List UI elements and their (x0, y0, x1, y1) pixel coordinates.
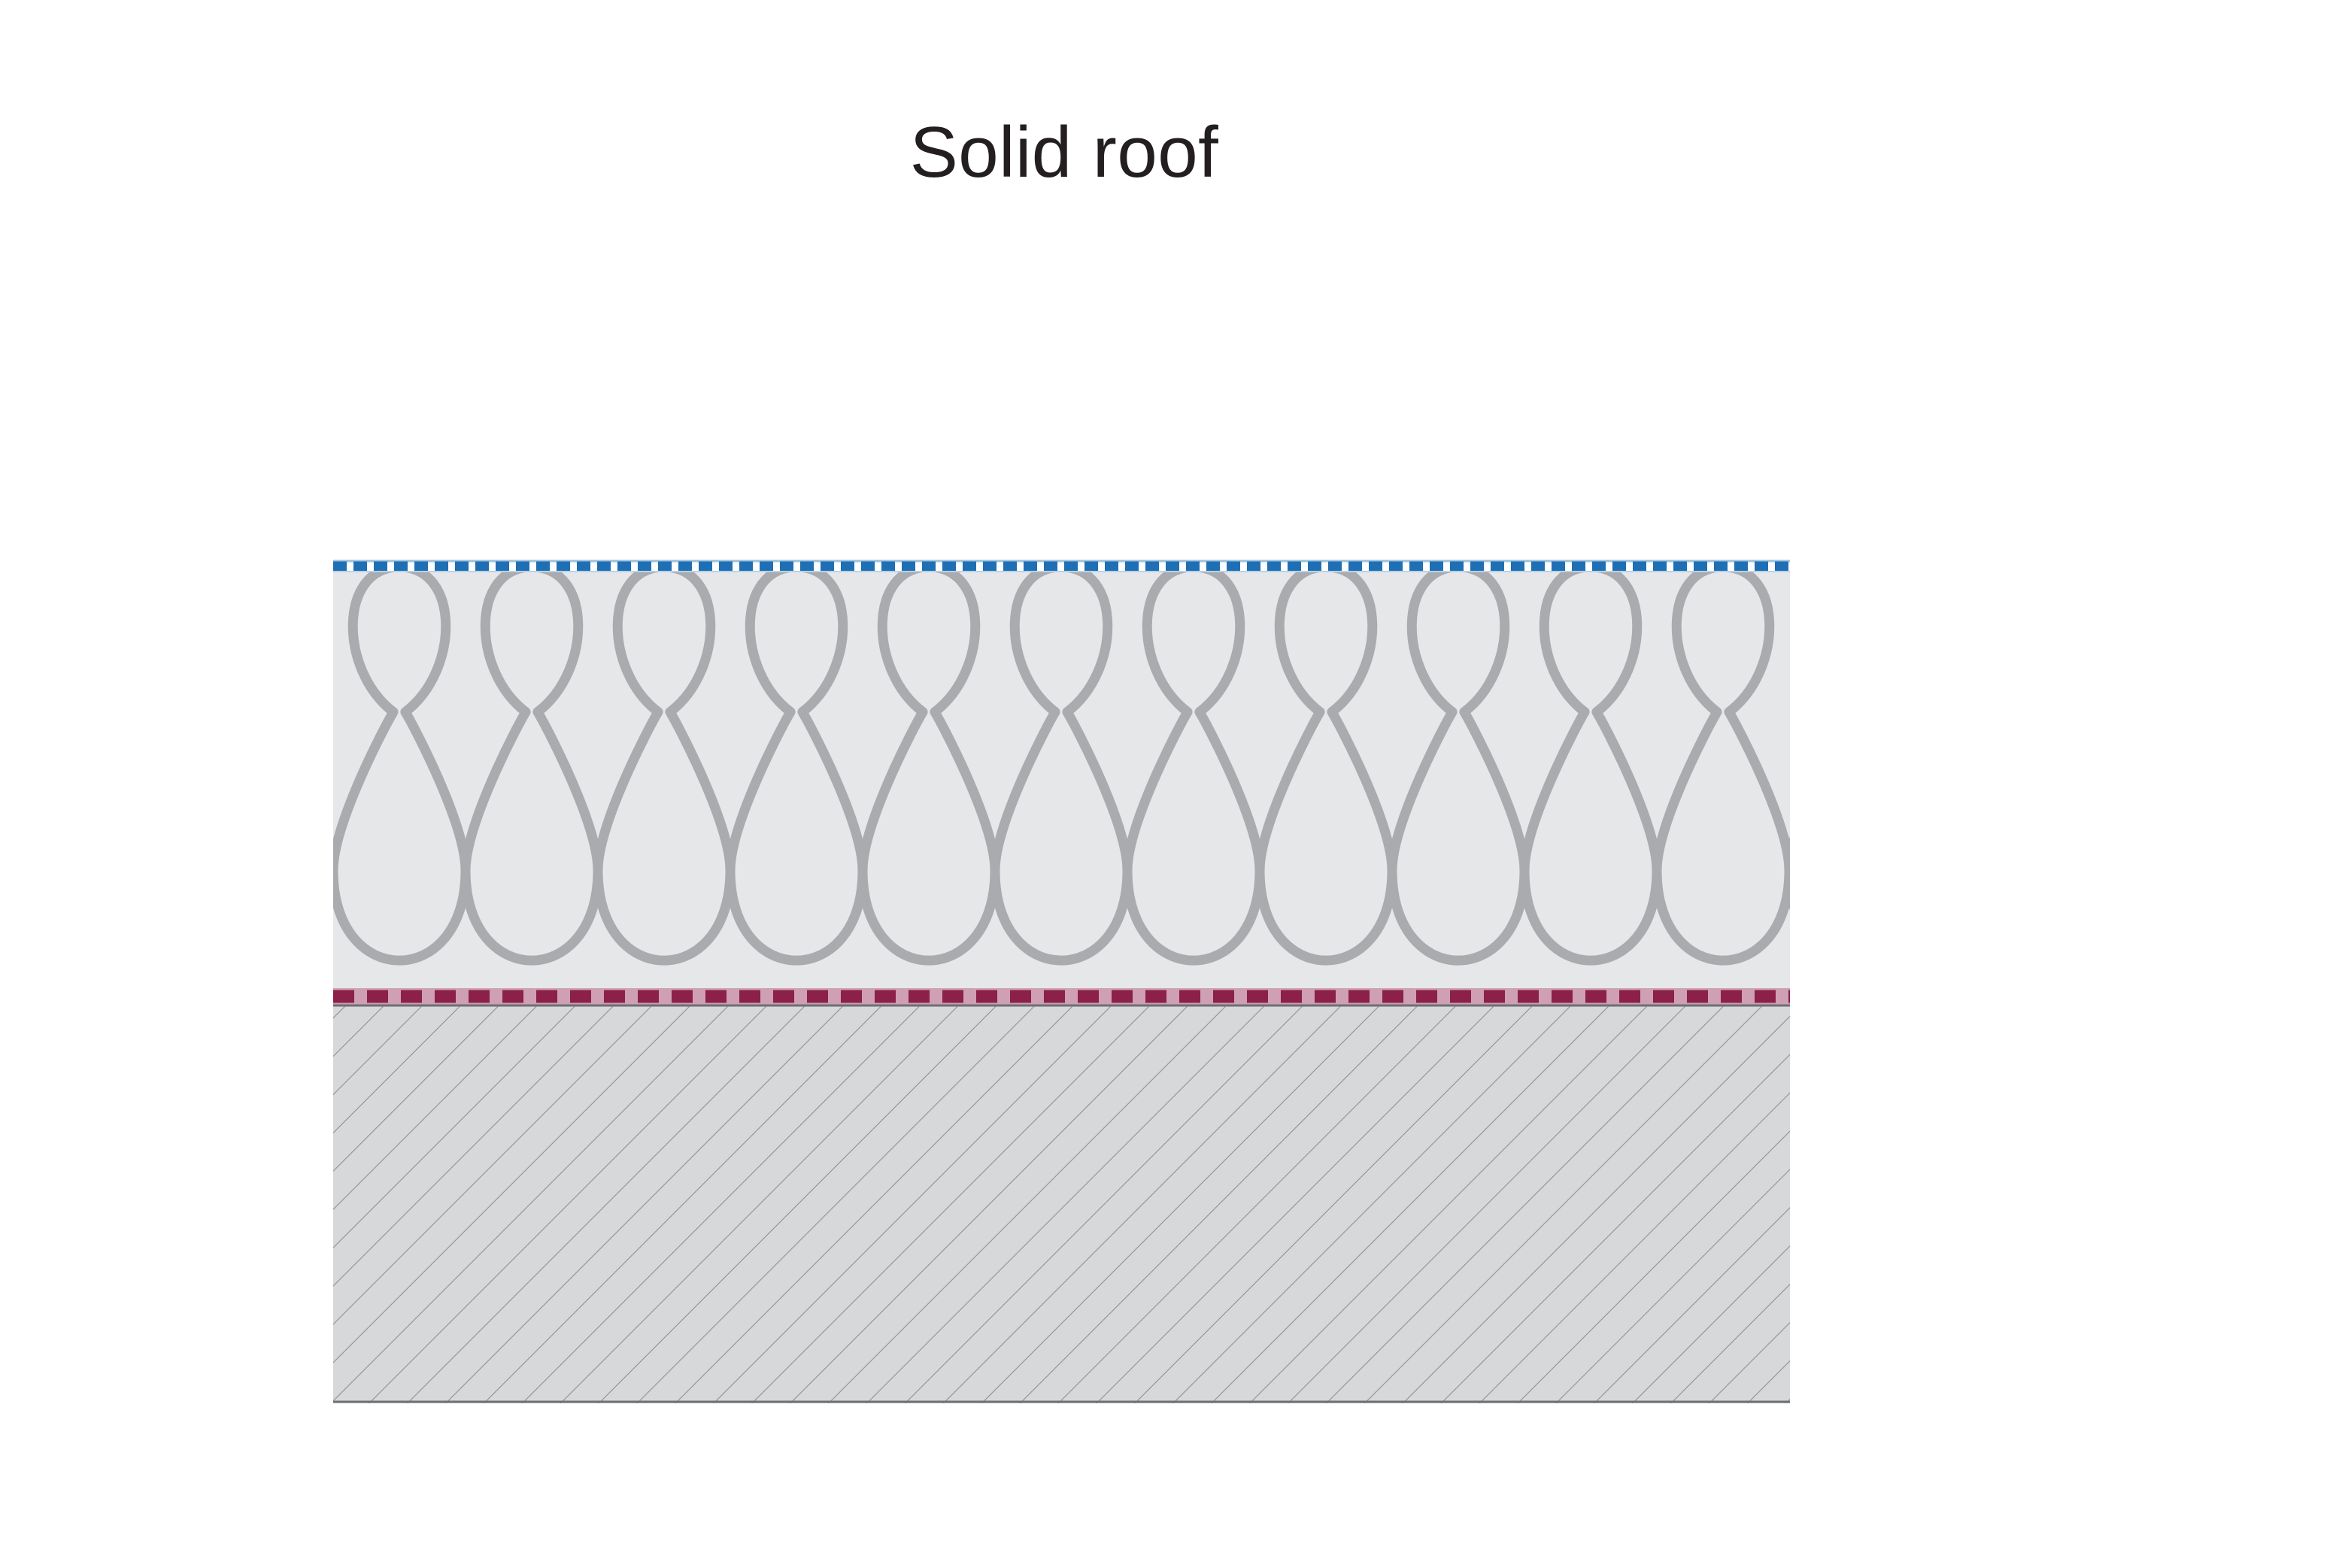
insulation-layer (333, 570, 1790, 988)
insulation-loop (1652, 570, 1790, 966)
insulation-loop (725, 570, 868, 966)
membrane-backing (333, 560, 1790, 572)
insulation-loop (1122, 570, 1265, 966)
insulation-loop (857, 570, 1000, 966)
insulation-loop-pattern (333, 570, 1790, 966)
insulation-loop (460, 570, 603, 966)
roof-assembly-cross-section (333, 558, 1790, 1403)
insulation-loop (1387, 570, 1530, 966)
vapour-control-layer-line (333, 988, 1790, 1005)
insulation-loop (593, 570, 736, 966)
insulation-fill (333, 570, 1790, 988)
insulation-loop (333, 570, 471, 966)
deck-hatch-fill (333, 1005, 1790, 1403)
waterproofing-membrane-line (333, 560, 1790, 572)
structural-deck-layer (333, 1004, 1790, 1403)
insulation-loop (990, 570, 1133, 966)
insulation-loop (1519, 570, 1662, 966)
insulation-loop (1254, 570, 1397, 966)
page-title: Solid roof (909, 112, 1219, 193)
assembly-svg (333, 560, 1790, 1403)
